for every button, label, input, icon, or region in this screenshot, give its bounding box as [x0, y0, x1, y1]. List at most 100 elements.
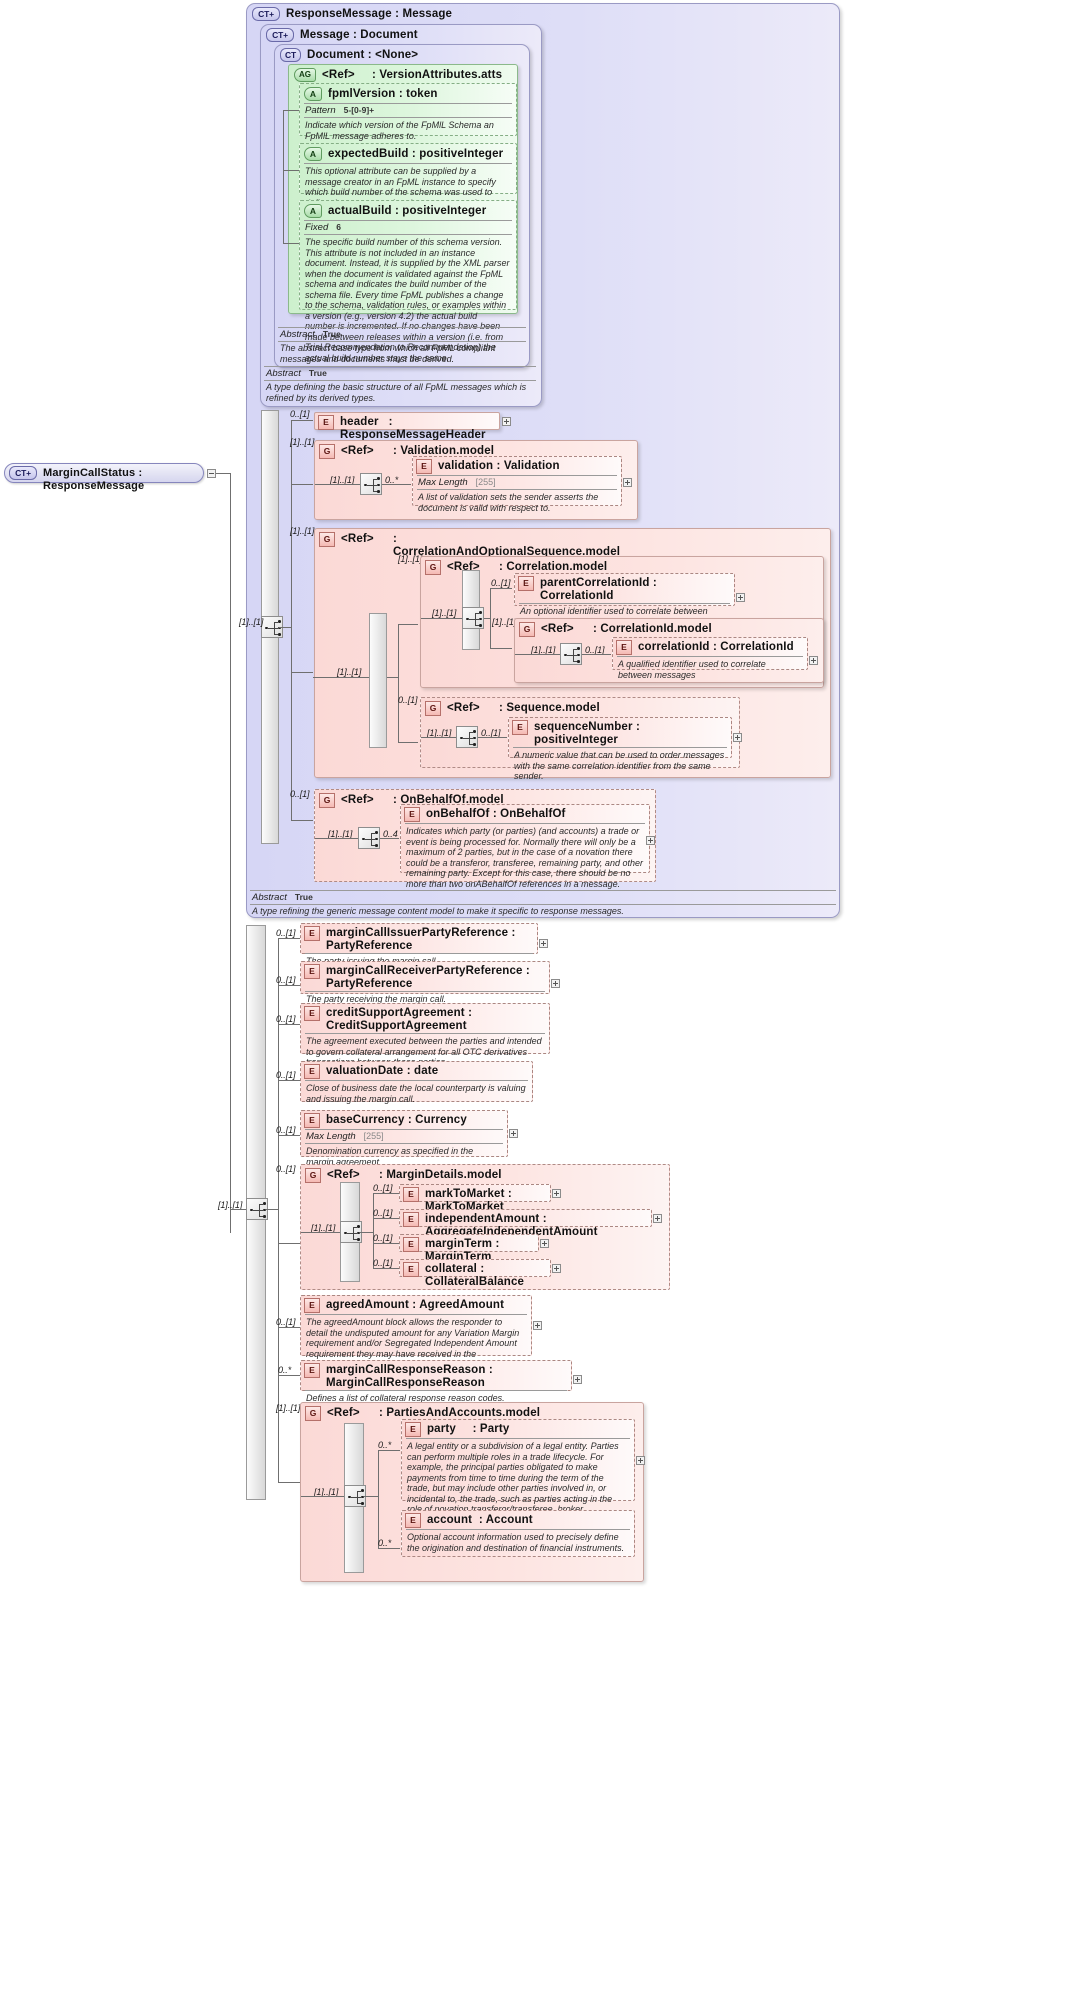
element-parentcorrelationid[interactable]: E parentCorrelationId : CorrelationId An…: [514, 573, 735, 627]
group-icon: G: [319, 532, 335, 547]
attribute-label: expectedBuild : positiveInteger: [328, 148, 504, 160]
root-connector-h: [216, 473, 230, 474]
pa-conn: [301, 1496, 344, 1497]
divider: [417, 475, 617, 476]
pa-branch-v: [378, 1450, 379, 1548]
cardinality-label: 0..[1]: [373, 1233, 393, 1243]
expand-toggle[interactable]: [533, 1321, 542, 1330]
element-icon: E: [403, 1237, 419, 1252]
attribute-expectedbuild[interactable]: A expectedBuild : positiveInteger This o…: [299, 143, 517, 208]
element-label: correlationId : CorrelationId: [638, 641, 794, 653]
facet-name: Max Length: [418, 477, 468, 488]
element-icon: E: [403, 1262, 419, 1277]
element-label: creditSupportAgreement : CreditSupportAg…: [326, 1007, 476, 1032]
expand-toggle[interactable]: [551, 979, 560, 988]
expand-toggle[interactable]: [539, 939, 548, 948]
element-margincallresponsereason[interactable]: E marginCallResponseReason : MarginCallR…: [300, 1360, 572, 1403]
cardinality-label: [1]..[1]: [276, 1403, 301, 1413]
cardinality-label: [1]..[1]: [239, 617, 264, 627]
element-collateral[interactable]: E collateral : CollateralBalance: [399, 1259, 551, 1288]
element-basecurrency[interactable]: E baseCurrency : Currency Max Length [25…: [300, 1110, 508, 1167]
facet-value: True: [308, 368, 327, 378]
expand-toggle[interactable]: [646, 836, 655, 845]
element-account[interactable]: E account : Account Optional account inf…: [401, 1510, 635, 1557]
element-onbehalfof[interactable]: E onBehalfOf : OnBehalfOf Indicates whic…: [400, 804, 650, 889]
element-creditsupportagreement[interactable]: E creditSupportAgreement : CreditSupport…: [300, 1003, 550, 1067]
divider: [304, 220, 512, 221]
divider: [304, 103, 512, 104]
md-branch-h: [373, 1218, 399, 1219]
expand-toggle[interactable]: [573, 1375, 582, 1384]
mc-branch-h: [278, 1243, 300, 1244]
expand-toggle[interactable]: [502, 417, 511, 426]
element-agreedamount[interactable]: E agreedAmount : AgreedAmount The agreed…: [300, 1295, 532, 1369]
group-label: : CorrelationAndOptionalSequence.model: [393, 533, 621, 558]
cardinality-label: 0..[1]: [491, 578, 511, 588]
facet-maxlength: Max Length [255]: [301, 1131, 507, 1142]
element-marktomarket[interactable]: E markToMarket : MarkToMarket: [399, 1184, 551, 1213]
element-label: independentAmount : AggregateIndependent…: [425, 1213, 598, 1238]
element-icon: E: [304, 1113, 320, 1128]
response-message-footer: Abstract True A type refining the generi…: [250, 890, 836, 916]
element-doc: A numeric value that can be used to orde…: [514, 750, 725, 781]
margincall-sequence-icon: [246, 1198, 268, 1220]
cardinality-label: 0..[1]: [373, 1183, 393, 1193]
element-margincallreceiverpartyreference[interactable]: E marginCallReceiverPartyReference : Par…: [300, 961, 550, 1004]
expand-toggle[interactable]: [623, 478, 632, 487]
facet-abstract: Abstract True: [250, 891, 836, 904]
expand-toggle[interactable]: [540, 1239, 549, 1248]
corrid-conn: [515, 654, 560, 655]
attribute-actualbuild[interactable]: A actualBuild : positiveInteger Fixed 6 …: [299, 200, 517, 363]
expand-toggle[interactable]: [552, 1264, 561, 1273]
expand-toggle[interactable]: [733, 733, 742, 742]
expand-toggle[interactable]: [636, 1456, 645, 1465]
element-correlationid[interactable]: E correlationId : CorrelationId A qualif…: [612, 637, 808, 680]
expand-toggle[interactable]: [736, 593, 745, 602]
group-label: : OnBehalfOf.model: [393, 794, 504, 806]
attr-connector-h: [283, 110, 299, 111]
divider: [305, 1390, 567, 1391]
group-label: : CorrelationId.model: [593, 623, 712, 635]
element-validation[interactable]: E validation : Validation Max Length [25…: [412, 456, 622, 513]
group-ref: <Ref>: [447, 702, 480, 714]
cardinality-label: 0..[1]: [276, 1164, 296, 1174]
cardinality-label: [1]..[1]: [398, 554, 423, 564]
attribute-label: fpmlVersion : token: [328, 88, 438, 100]
element-marginterm[interactable]: E marginTerm : MarginTerm: [399, 1234, 539, 1263]
expand-toggle[interactable]: [509, 1129, 518, 1138]
expand-toggle[interactable]: [552, 1189, 561, 1198]
element-doc: The party receiving the margin call.: [306, 994, 447, 1004]
group-ref: <Ref>: [541, 623, 574, 635]
mc-branch-h: [266, 1209, 278, 1210]
cardinality-label: [1]..[1]: [337, 667, 362, 677]
message-label: Message : Document: [300, 29, 418, 41]
attribute-fpmlversion[interactable]: A fpmlVersion : token Pattern 5-[0-9]+ I…: [299, 83, 517, 141]
element-sequencenumber[interactable]: E sequenceNumber : positiveInteger A num…: [508, 717, 732, 781]
facet-abstract: Abstract True: [264, 367, 536, 380]
element-label: sequenceNumber : positiveInteger: [534, 721, 644, 746]
attribute-icon: A: [304, 147, 322, 161]
element-valuationdate[interactable]: E valuationDate : date Close of business…: [300, 1061, 533, 1104]
facet-pattern: Pattern 5-[0-9]+: [300, 105, 516, 116]
expand-toggle[interactable]: [653, 1214, 662, 1223]
element-party[interactable]: E party : Party A legal entity or a subd…: [401, 1419, 635, 1535]
divider: [305, 1314, 527, 1315]
element-margincallissuerpartyreference[interactable]: E marginCallIssuerPartyReference : Party…: [300, 923, 538, 966]
correlation-compositor-bar: [369, 613, 387, 748]
divider: [305, 991, 545, 992]
group-ref: <Ref>: [341, 794, 374, 806]
seqmodel-conn: [478, 737, 507, 738]
root-node[interactable]: CT+ MarginCallStatus : ResponseMessage: [4, 463, 204, 492]
document-label: Document : <None>: [307, 49, 419, 61]
element-header[interactable]: E header : ResponseMessageHeader: [314, 412, 500, 441]
root-collapse-toggle[interactable]: [207, 469, 216, 478]
facet-name: Abstract: [252, 892, 287, 903]
cardinality-label: [1]..[1]: [492, 617, 517, 627]
response-message-label: ResponseMessage : Message: [286, 8, 453, 20]
group-icon: G: [305, 1406, 321, 1421]
expand-toggle[interactable]: [809, 656, 818, 665]
element-independentamount[interactable]: E independentAmount : AggregateIndepende…: [399, 1209, 652, 1238]
element-icon: E: [404, 807, 420, 822]
divider: [278, 327, 526, 328]
cardinality-label: 0..[1]: [276, 1070, 296, 1080]
